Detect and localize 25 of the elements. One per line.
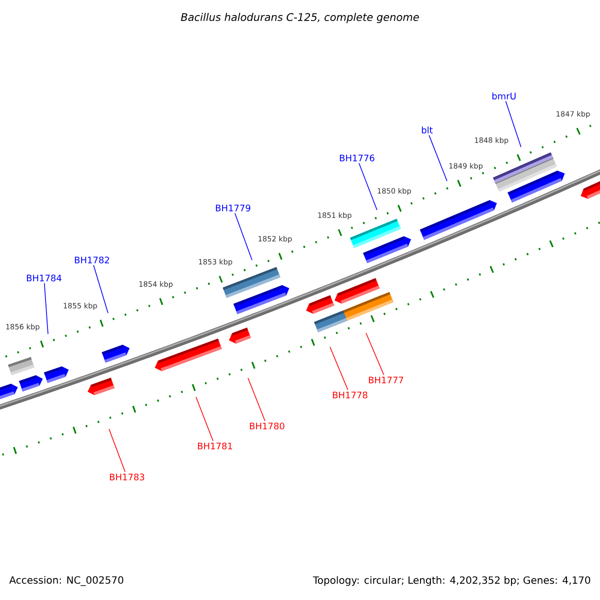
leader-line <box>108 428 126 472</box>
gene-label: BH1777 <box>368 376 404 384</box>
leader-line <box>248 378 266 422</box>
leader-line <box>44 282 48 334</box>
leader-line <box>196 396 214 442</box>
gene-label: BH1782 <box>74 256 110 264</box>
gene-label: BH1779 <box>216 204 250 212</box>
gene-label: BH1783 <box>110 474 144 480</box>
leader-line <box>505 100 522 148</box>
title: Bacillus halodurans C-125, complete genome <box>180 12 419 24</box>
accession-text: Accession: NC_002570 <box>9 576 124 586</box>
leader-line <box>366 332 384 376</box>
gene-label: BH1776 <box>340 154 374 162</box>
leader-line <box>428 134 448 182</box>
gene-label: bmrU <box>492 92 516 100</box>
leader-line <box>358 162 378 210</box>
gene-label: BH1778 <box>332 392 368 398</box>
genome-info-text: Topology: circular; Length: 4,202,352 bp; Genes: 4,170 <box>312 576 590 586</box>
leader-line <box>234 212 252 260</box>
leader-line <box>330 346 348 390</box>
gene-label: BH1780 <box>250 422 284 430</box>
leader-line <box>93 264 108 314</box>
gene-label: blt <box>422 126 433 134</box>
gene-label: BH1784 <box>26 274 62 282</box>
gene-label: BH1781 <box>198 442 232 450</box>
